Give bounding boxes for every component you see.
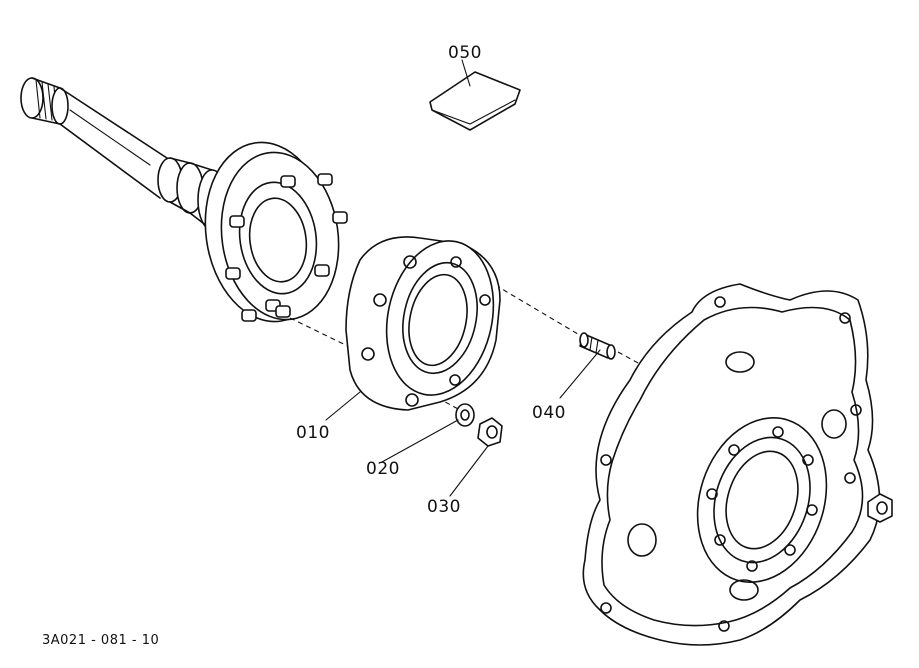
label-sheet-050: [429, 71, 521, 131]
part-label-040: 040: [532, 403, 566, 423]
axle-flange: [204, 141, 348, 323]
stud-040: [579, 332, 616, 360]
wheel-nut: [867, 493, 893, 523]
document-code: 3A021 - 081 - 10: [42, 633, 159, 648]
hub-spacer-010: [345, 236, 501, 411]
part-label-050: 050: [448, 43, 482, 63]
wheel-disc: [582, 283, 881, 646]
part-label-010: 010: [296, 423, 330, 443]
flange-studs: [225, 173, 348, 322]
part-label-030: 030: [427, 497, 461, 517]
leader-lines: [325, 59, 601, 497]
part-label-020: 020: [366, 459, 400, 479]
nut-030: [477, 417, 503, 447]
axle-shaft: [20, 77, 227, 231]
washer-020: [455, 403, 475, 427]
